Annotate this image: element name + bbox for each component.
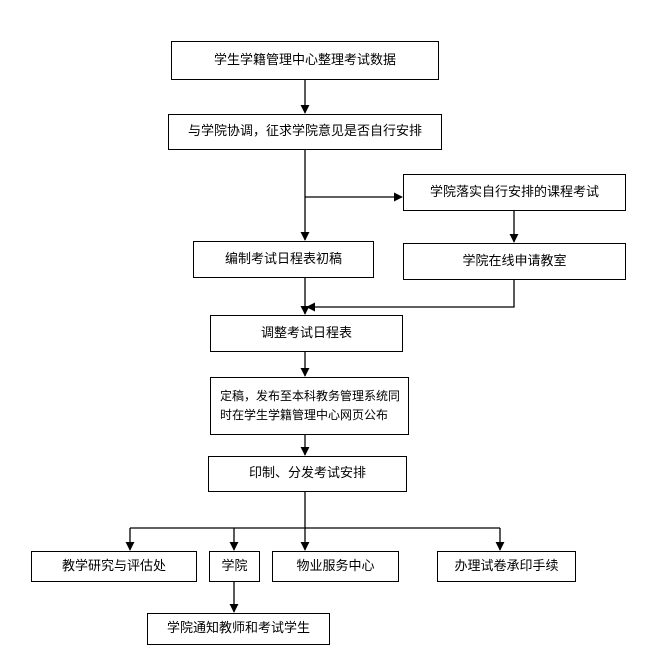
node-finalize-publish: 定稿，发布至本科教务管理系统同时在学生学籍管理中心网页公布 — [210, 377, 409, 435]
node-college: 学院 — [209, 551, 260, 582]
node-online-classroom-request: 学院在线申请教室 — [403, 243, 626, 280]
node-consult-colleges: 与学院协调，征求学院意见是否自行安排 — [168, 114, 442, 150]
node-college-self-arranged: 学院落实自行安排的课程考试 — [403, 174, 626, 211]
node-notify-teachers-students: 学院通知教师和考试学生 — [147, 613, 330, 645]
node-property-service-center: 物业服务中心 — [272, 551, 399, 582]
node-draft-schedule: 编制考试日程表初稿 — [193, 241, 374, 278]
node-adjust-schedule: 调整考试日程表 — [210, 315, 403, 352]
node-exam-paper-printing: 办理试卷承印手续 — [437, 551, 576, 582]
node-print-distribute: 印制、分发考试安排 — [208, 456, 407, 492]
node-data-sorting: 学生学籍管理中心整理考试数据 — [171, 41, 439, 80]
arrow-n5-merge — [306, 280, 515, 312]
node-teaching-research-office: 教学研究与评估处 — [31, 551, 197, 582]
